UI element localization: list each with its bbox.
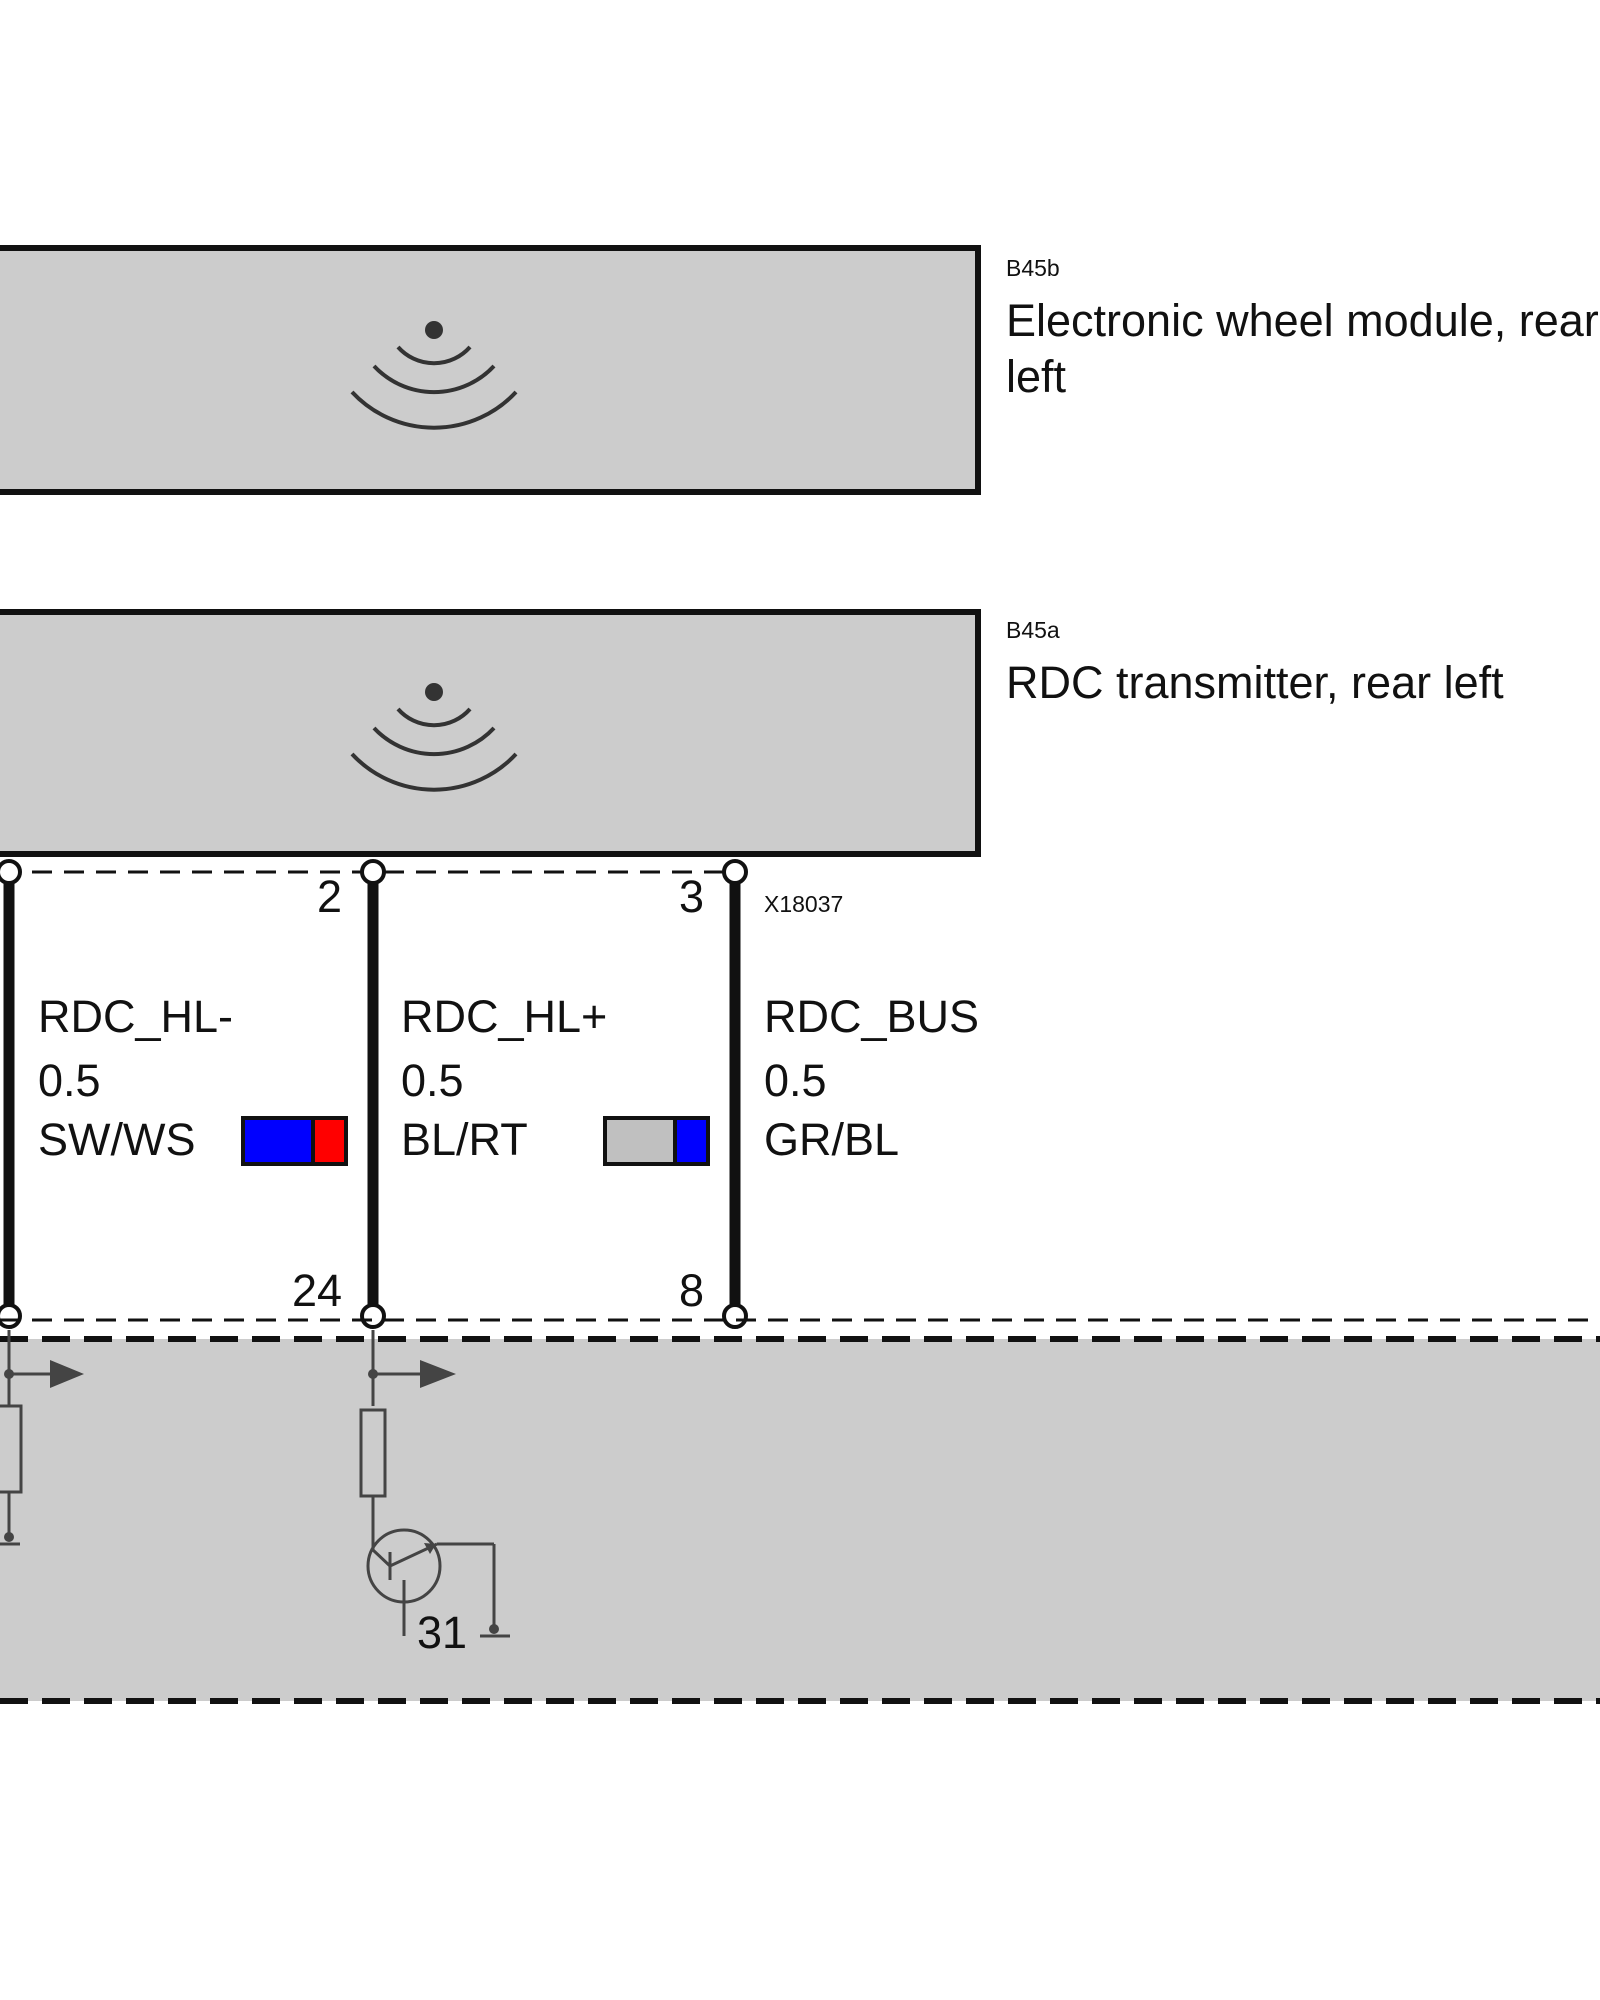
b45b-code: B45b	[1006, 255, 1060, 281]
pin-socket-bottom	[0, 1303, 22, 1329]
pin-socket-bottom	[722, 1303, 748, 1329]
component-b45a[interactable]: B45a RDC transmitter, rear left	[0, 609, 1504, 857]
component-b45b[interactable]: B45b Electronic wheel module, rear left	[0, 245, 1599, 495]
wire-color-swatch	[603, 1116, 710, 1166]
wire-color-code: GR/BL	[764, 1114, 899, 1165]
wire-color-code: BL/RT	[401, 1114, 528, 1165]
wire-cross-section: 0.5	[38, 1055, 101, 1106]
pin-socket-top	[0, 859, 22, 885]
pin-socket-top	[360, 859, 386, 885]
connector-id: X18037	[764, 891, 843, 917]
internal-circuit-right	[359, 1330, 510, 1638]
wire-color-swatch	[241, 1116, 348, 1166]
wire-rdc-bus[interactable]: 3 RDC_BUS 0.5 GR/BL	[679, 859, 979, 1329]
b45b-name-line1: Electronic wheel module, rear	[1006, 295, 1599, 346]
wire-rdc-hl-minus[interactable]: 24 RDC_HL- 0.5 SW/WS	[0, 859, 348, 1329]
connector-top: X18037	[0, 870, 843, 917]
wire-rdc-hl-plus[interactable]: 2 8 RDC_HL+ 0.5 BL/RT	[317, 859, 710, 1329]
control-unit[interactable]: 31	[0, 1330, 1600, 1704]
wire-signal-name: RDC_HL+	[401, 991, 607, 1042]
pin-bottom-number: 8	[679, 1265, 704, 1316]
wire-cross-section: 0.5	[764, 1055, 827, 1106]
wire-signal-name: RDC_HL-	[38, 991, 233, 1042]
wire-color-code: SW/WS	[38, 1114, 195, 1165]
pin-bottom-number: 24	[292, 1265, 342, 1316]
pin-socket-bottom	[360, 1303, 386, 1329]
wireless-signal-icon	[350, 321, 518, 430]
pin-top-number: 3	[679, 871, 704, 922]
wire-cross-section: 0.5	[401, 1055, 464, 1106]
pin-socket-top	[722, 859, 748, 885]
b45a-code: B45a	[1006, 617, 1060, 643]
b45b-name-line2: left	[1006, 351, 1067, 402]
wireless-signal-icon	[350, 683, 518, 792]
internal-circuit-left	[0, 1330, 84, 1546]
ground-terminal-label: 31	[417, 1607, 467, 1658]
pin-top-number: 2	[317, 871, 342, 922]
b45a-name: RDC transmitter, rear left	[1006, 657, 1504, 708]
control-unit-box	[0, 1339, 1600, 1701]
wire-signal-name: RDC_BUS	[764, 991, 979, 1042]
